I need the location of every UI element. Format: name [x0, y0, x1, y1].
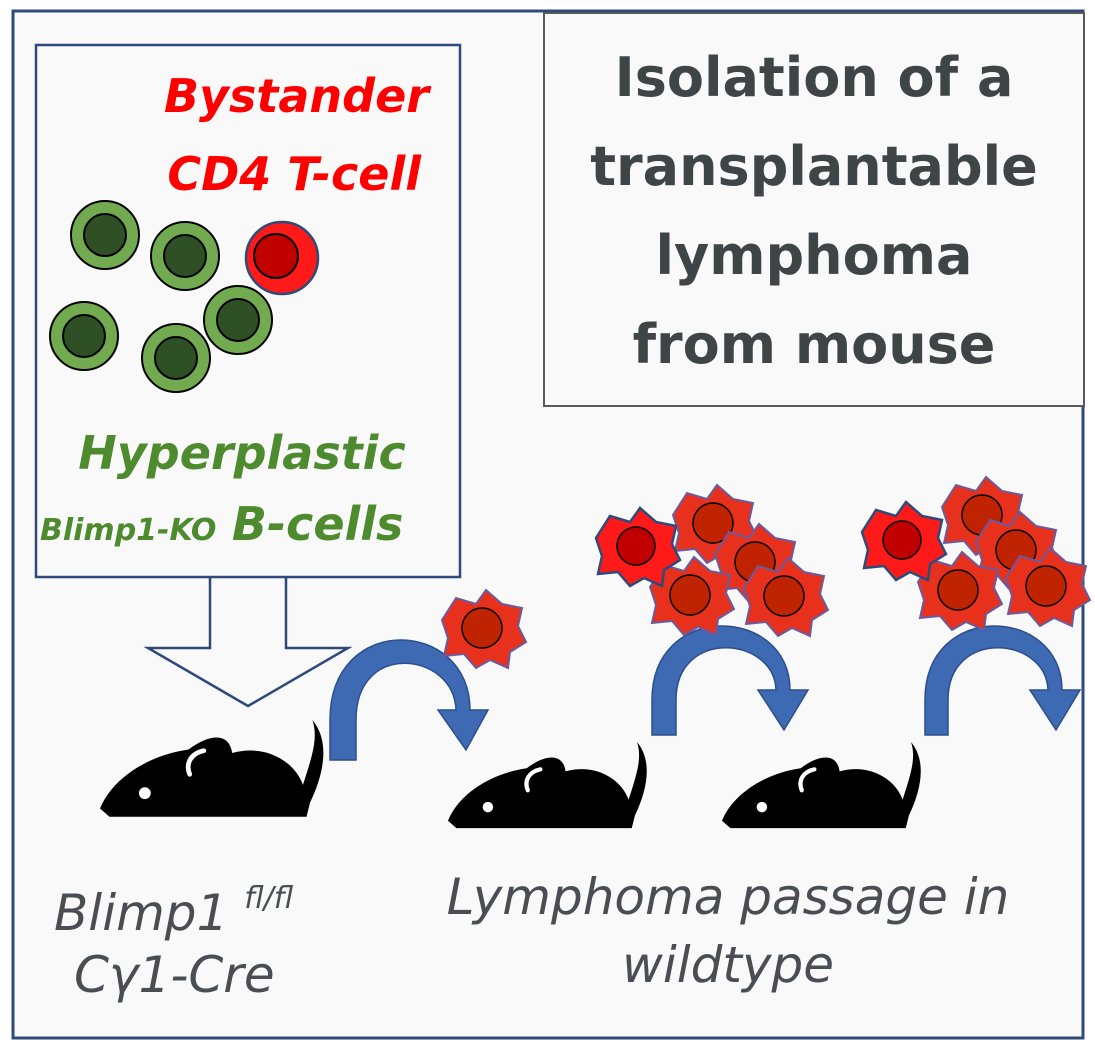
curved-arrow-icon — [651, 625, 810, 736]
lymphoma-cell-icon — [917, 551, 1003, 631]
title-line-4: from mouse — [633, 313, 996, 376]
title-line-2: transplantable — [590, 135, 1038, 198]
title-line-3: lymphoma — [656, 224, 973, 287]
lymphoma-cluster — [860, 476, 1091, 631]
passage-caption-line-2: wildtype — [622, 936, 834, 994]
lymphoma-cell-icon — [743, 557, 829, 637]
title-box — [543, 12, 1085, 407]
down-arrow-icon — [143, 577, 353, 708]
mouse-icon — [722, 742, 921, 829]
hyperplastic-label-line-2: Blimp1-KO B-cells — [40, 497, 403, 551]
cell-cluster — [49, 200, 320, 393]
blimp1-ko-label: Blimp1-KO — [40, 513, 216, 548]
bystander-label-line-1: Bystander — [164, 69, 432, 123]
donor-caption-line-1: Blimp1 fl/fl — [54, 881, 294, 942]
title-line-1: Isolation of a — [615, 46, 1014, 109]
passage-caption-line-1: Lymphoma passage in — [447, 868, 1010, 926]
cell-box — [34, 43, 462, 579]
lymphoma-cell-icon — [672, 484, 758, 564]
lymphoma-cell-icon — [441, 589, 527, 669]
curved-arrow-icon — [924, 625, 1082, 736]
donor-genotype-sup: fl/fl — [244, 881, 293, 916]
b-cell-icon — [203, 285, 273, 355]
curved-arrow-icon — [329, 639, 490, 761]
bystander-label-line-2: CD4 T-cell — [167, 147, 422, 201]
t-cell-icon — [244, 220, 320, 296]
t-cell-icon — [860, 500, 948, 582]
b-cell-icon — [49, 301, 119, 371]
b-cells-label: B-cells — [232, 497, 404, 551]
lymphoma-cell-icon — [649, 556, 735, 636]
lymphoma-cluster — [594, 484, 829, 637]
b-cell-icon — [150, 221, 220, 291]
donor-gene-label: Blimp1 — [54, 884, 228, 942]
b-cell-icon — [141, 323, 211, 393]
hyperplastic-label-line-1: Hyperplastic — [78, 426, 405, 480]
t-cell-icon — [594, 506, 682, 588]
b-cell-icon — [70, 200, 140, 270]
donor-caption-line-2: Cγ1-Cre — [74, 946, 275, 1004]
lymphoma-cell-icon — [1005, 547, 1091, 627]
mouse-icon — [100, 720, 324, 817]
mouse-icon — [448, 742, 647, 829]
